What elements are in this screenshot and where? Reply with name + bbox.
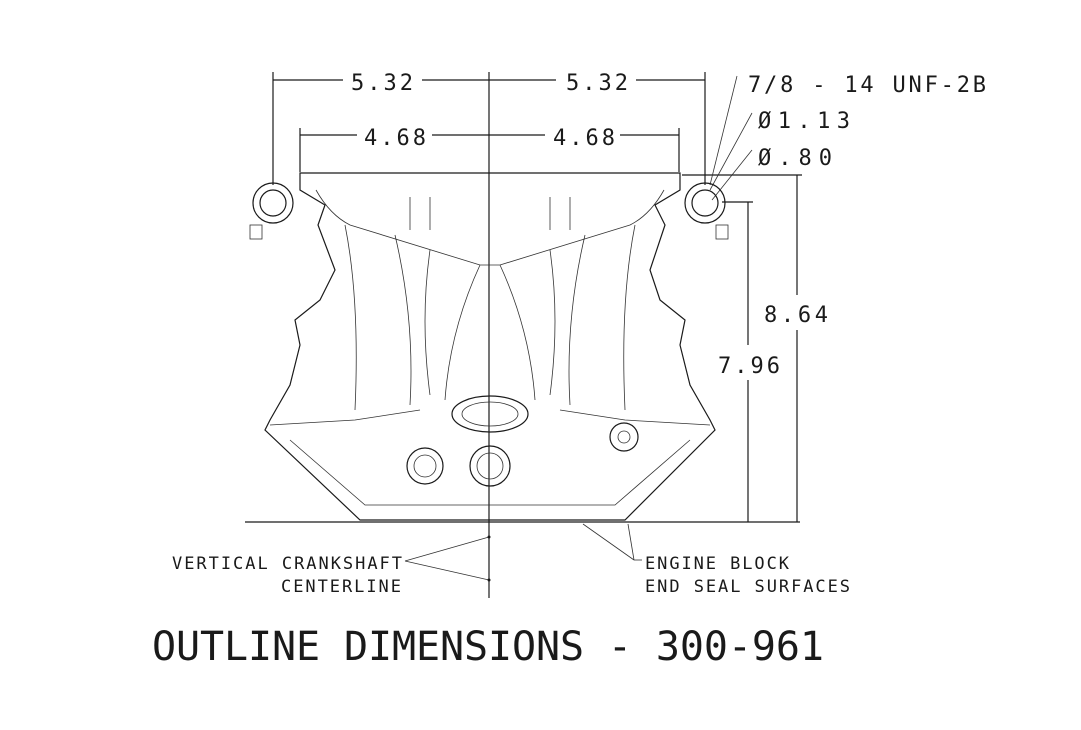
seal-surface-leader [582,523,642,561]
port-callout-leaders [709,75,753,201]
drawing-title: OUTLINE DIMENSIONS - 300-961 [152,624,824,670]
centerline-label-line2: CENTERLINE [281,577,401,597]
dimension-5-32 [272,72,706,185]
seal-label-line1: ENGINE BLOCK [645,554,790,574]
centerline-leader [404,535,491,582]
thread-callout: 7/8 - 14 UNF-2B [748,73,986,98]
seal-label-line2: END SEAL SURFACES [645,577,850,597]
diameter-inner-callout: Ø.80 [758,146,832,171]
intake-manifold-outline [264,172,716,521]
left-port-fitting [249,182,294,240]
dim-height-port: 7.96 [718,354,780,379]
right-port-fitting [684,182,729,240]
dim-top-right: 5.32 [566,71,628,96]
dim-height-overall: 8.64 [764,303,828,328]
centerline-label-line1: VERTICAL CRANKSHAFT [172,554,402,574]
dim-inner-left: 4.68 [364,126,426,151]
dimension-4-68 [299,128,680,172]
dim-inner-right: 4.68 [553,126,615,151]
diameter-outer-callout: Ø1.13 [758,109,850,134]
dimension-vertical [682,174,802,522]
dim-top-left: 5.32 [351,71,413,96]
